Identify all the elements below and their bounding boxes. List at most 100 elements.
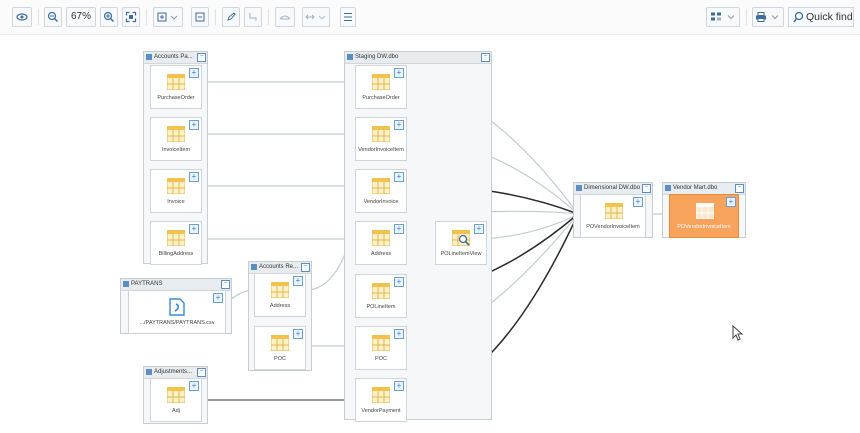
zoom-in-icon — [103, 11, 114, 22]
node-ar-poc[interactable]: + POC — [254, 326, 306, 370]
toolbar-separator — [746, 9, 747, 25]
toolbar-separator — [268, 9, 269, 25]
expand-node-button[interactable]: + — [726, 197, 736, 207]
expand-node-button[interactable]: + — [189, 172, 199, 182]
view-icon — [452, 230, 470, 246]
table-icon — [696, 203, 714, 219]
node-st-polineitemview[interactable]: + POLineItemView — [435, 221, 487, 265]
edit-button[interactable] — [222, 7, 240, 27]
node-adj[interactable]: + Adj — [150, 378, 202, 422]
node-label: InvoiceItem — [161, 147, 191, 153]
menu-button[interactable] — [340, 7, 356, 27]
expand-node-button[interactable]: + — [394, 68, 404, 78]
expand-dropdown[interactable] — [153, 7, 183, 27]
node-label: Address — [370, 251, 392, 257]
zoom-level[interactable]: 67% — [66, 7, 96, 27]
group-title: Accounts Pa... — [154, 54, 193, 60]
zoom-in-button[interactable] — [100, 7, 118, 27]
group-collapse-button[interactable]: − — [197, 53, 206, 62]
node-ap-invoiceitem[interactable]: + InvoiceItem — [150, 117, 202, 161]
node-vm-povendorinvoiceitem-selected[interactable]: + POVendorInvoiceItem — [669, 194, 739, 238]
node-label: .../PAYTRANS/PAYTRANS.csv — [139, 320, 215, 326]
group-collapse-button[interactable]: − — [642, 184, 651, 193]
table-icon — [372, 283, 390, 299]
zoom-out-button[interactable] — [44, 7, 62, 27]
node-ap-invoice[interactable]: + Invoice — [150, 169, 202, 213]
database-icon — [251, 264, 257, 270]
group-header: Accounts Pa... — [144, 52, 207, 64]
print-dropdown[interactable] — [752, 7, 784, 27]
zoom-out-icon — [47, 11, 58, 22]
group-collapse-button[interactable]: − — [221, 280, 230, 289]
expand-node-button[interactable]: + — [394, 329, 404, 339]
database-icon — [146, 54, 152, 60]
node-st-vendorinvoiceitem[interactable]: + VendorInvoiceItem — [355, 117, 407, 161]
group-title: Vendor Mart.dbo — [673, 185, 718, 191]
mouse-cursor-icon — [732, 325, 744, 341]
link-button[interactable] — [275, 7, 295, 27]
expand-node-button[interactable]: + — [394, 381, 404, 391]
expand-node-button[interactable]: + — [213, 293, 223, 303]
quick-find-label: Quick find — [806, 11, 853, 23]
database-icon — [347, 54, 353, 60]
group-collapse-button[interactable]: − — [481, 53, 490, 62]
expand-node-button[interactable]: + — [189, 224, 199, 234]
expand-node-button[interactable]: + — [394, 224, 404, 234]
expand-node-button[interactable]: + — [474, 224, 484, 234]
expand-node-button[interactable]: + — [293, 329, 303, 339]
node-st-poc[interactable]: + POC — [355, 326, 407, 370]
node-label: POLineItemView — [440, 251, 482, 257]
node-ar-address[interactable]: + Address — [254, 273, 306, 317]
fit-to-screen-button[interactable] — [122, 7, 140, 27]
node-st-purchaseorder[interactable]: + PurchaseOrder — [355, 65, 407, 109]
group-collapse-button[interactable]: − — [735, 184, 744, 193]
expand-node-button[interactable]: + — [394, 277, 404, 287]
eye-icon — [16, 13, 28, 21]
route-icon — [249, 13, 257, 21]
table-icon — [372, 335, 390, 351]
group-title: Dimensional DW.dbo — [584, 185, 641, 191]
group-collapse-button[interactable]: − — [197, 368, 206, 377]
group-collapse-button[interactable]: − — [301, 263, 310, 272]
node-ap-billingaddress[interactable]: + BillingAddress — [150, 221, 202, 265]
expand-node-button[interactable]: + — [633, 197, 643, 207]
node-paytrans-file[interactable]: + .../PAYTRANS/PAYTRANS.csv — [128, 290, 226, 334]
group-title: Accounts Re... — [259, 264, 299, 270]
layout-icon — [711, 12, 735, 21]
link-view-dw — [485, 213, 579, 240]
expand-node-button[interactable]: + — [394, 172, 404, 182]
expand-node-button[interactable]: + — [394, 120, 404, 130]
node-ap-purchaseorder[interactable]: + PurchaseOrder — [150, 65, 202, 109]
route-button[interactable] — [244, 7, 262, 27]
collapse-button[interactable] — [191, 7, 209, 27]
node-label: VendorInvoiceItem — [358, 147, 404, 153]
table-icon — [372, 230, 390, 246]
view-button[interactable] — [12, 7, 32, 27]
expand-node-button[interactable]: + — [189, 381, 199, 391]
group-title: Staging DW.dbo — [355, 54, 399, 60]
arrows-icon — [305, 14, 326, 20]
node-st-address[interactable]: + Address — [355, 221, 407, 265]
node-label: POVendorInvoiceItem — [677, 224, 731, 230]
group-title: Adjustments... — [154, 369, 193, 375]
quick-find-button[interactable]: Quick find — [788, 7, 854, 27]
layout-dropdown[interactable] — [706, 7, 740, 27]
node-dw-povendorinvoiceitem[interactable]: + POVendorInvoiceItem — [580, 194, 646, 238]
diagram-canvas[interactable]: Accounts Pa... − + PurchaseOrder + Invoi… — [0, 34, 860, 433]
database-icon — [576, 185, 582, 191]
toolbar-separator — [38, 9, 39, 25]
print-icon — [756, 12, 779, 22]
node-label: POVendorInvoiceItem — [586, 224, 640, 230]
node-st-vendorpayment[interactable]: + VendorPayment — [355, 378, 407, 422]
expand-node-button[interactable]: + — [189, 68, 199, 78]
expand-icon — [157, 12, 178, 22]
node-label: Invoice — [167, 199, 185, 205]
expand-node-button[interactable]: + — [189, 120, 199, 130]
database-icon — [665, 185, 671, 191]
expand-node-button[interactable]: + — [293, 276, 303, 286]
node-label: Address — [269, 303, 291, 309]
node-st-vendorinvoice[interactable]: + VendorInvoice — [355, 169, 407, 213]
table-icon — [167, 178, 185, 194]
node-st-polineitem[interactable]: + POLineItem — [355, 274, 407, 318]
arrows-dropdown[interactable] — [302, 7, 330, 27]
